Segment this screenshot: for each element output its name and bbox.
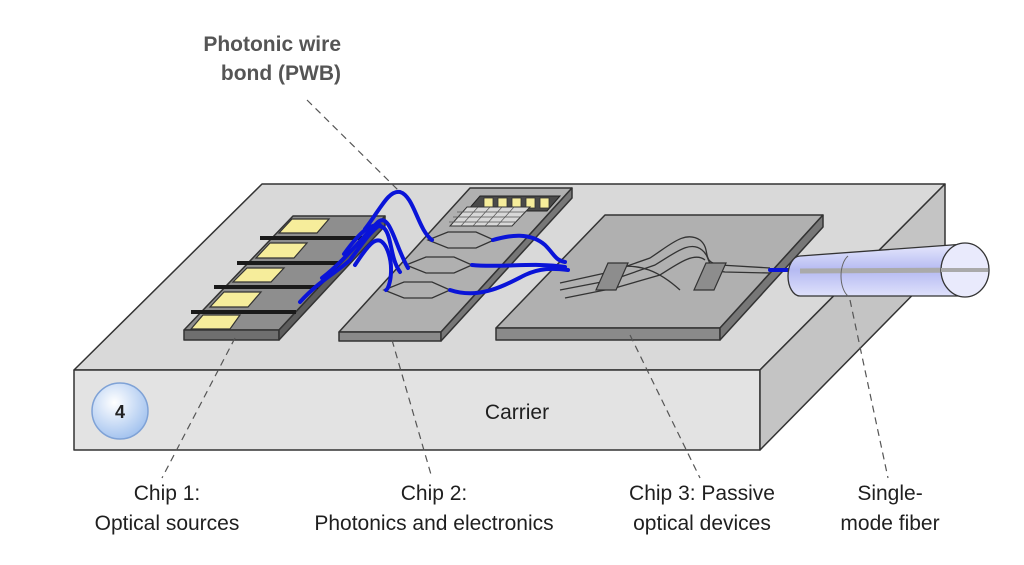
pwb-label-line2: bond (PWB) [221,62,341,85]
chip-1 [183,215,386,341]
chip-1-contact-pads [189,218,331,330]
chip-2-front [338,331,442,342]
chip-1-laser-stripes [191,236,364,314]
fiber-leader [849,299,889,479]
chip-3-front [495,327,721,341]
carrier-front-face [73,369,761,451]
chip-1-label-line2: Optical sources [95,512,240,535]
chip-3-couplers [595,262,727,291]
pwb-label: Photonic wire bond (PWB) [203,33,341,85]
chip-3-label: Chip 3: Passive optical devices [629,482,775,535]
leader-lines [161,99,889,479]
chip-1-label: Chip 1: Optical sources [95,482,240,535]
step-badge-number: 4 [115,402,125,422]
chip-2-label-line2: Photonics and electronics [314,512,553,535]
chip-2-grid-lines [449,206,525,227]
chip-1-front [183,329,280,341]
chip-3-leader [629,334,701,479]
chip-3-side [719,214,824,341]
chip-1-label-line1: Chip 1: [134,482,201,505]
fiber-label-line2: mode fiber [840,512,939,535]
step-badge-circle [91,382,149,440]
chip-3-label-line1: Chip 3: Passive [629,482,775,505]
chip-3-label-line2: optical devices [633,512,771,535]
chip-3 [495,214,824,341]
carrier-label: Carrier [485,401,549,424]
fiber-cladding-edge [840,255,849,297]
chip-1-leader [161,337,236,479]
chip-2-label: Chip 2: Photonics and electronics [314,482,553,535]
pwb-label-line1: Photonic wire [203,33,341,56]
fiber-label-line1: Single- [857,482,922,505]
chip-2-label-line1: Chip 2: [401,482,468,505]
step-badge: 4 [91,382,149,440]
fiber-label: Single- mode fiber [840,482,939,535]
single-mode-fiber [787,242,990,298]
photonic-wire-bonds [298,189,802,304]
pwb-leader [306,99,399,191]
